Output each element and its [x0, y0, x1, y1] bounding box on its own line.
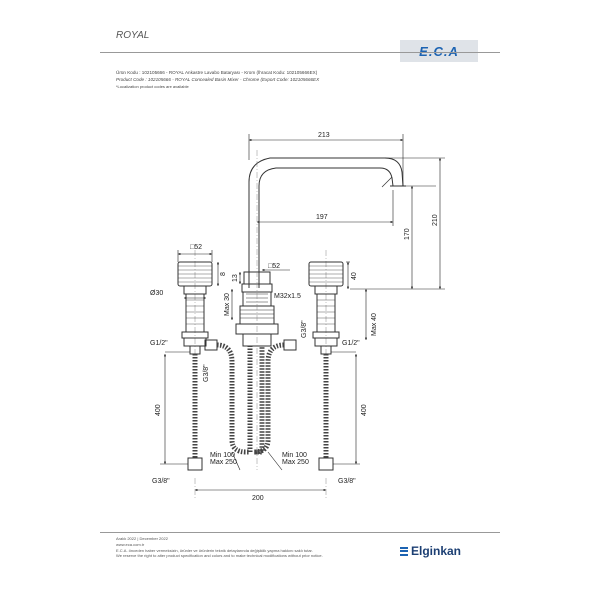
thread-g12-right: G1/2" [342, 340, 360, 347]
dim-52-left: □52 [190, 244, 202, 251]
dim-210: 210 [432, 214, 439, 226]
dim-min-100-right: Min 100 [282, 452, 307, 459]
footer-note-tr: E.C.A. önceden haber vermeksizin, ürünle… [116, 548, 313, 553]
dim-13: 13 [232, 274, 239, 282]
eca-logo: E.C.A [400, 40, 478, 62]
axis-lines [194, 150, 327, 500]
eca-logo-text: E.C.A [419, 43, 459, 59]
header-divider [100, 52, 500, 53]
footer-date: Aralık 2022 | December 2022 [116, 536, 168, 541]
elginkan-name: Elginkan [411, 544, 462, 558]
dim-max-250-right: Max 250 [282, 459, 309, 466]
footer-divider [100, 532, 500, 533]
dim-213: 213 [318, 132, 330, 139]
product-title: ROYAL [116, 30, 150, 41]
dimension-labels: 213 197 170 210 □52 □52 8 13 Ø30 Max 30 … [150, 132, 439, 502]
left-handle-drawing [177, 261, 213, 347]
footer-note-en: We reserve the right to alter product sp… [116, 553, 323, 558]
dim-max-30: Max 30 [224, 293, 231, 316]
dim-170: 170 [404, 228, 411, 240]
elginkan-mark-icon [400, 546, 408, 556]
product-code-en: Product Code : 102105666 - ROYAL Conceal… [116, 77, 320, 82]
footer-website: www.eca.com.tr [116, 542, 145, 547]
thread-g38-bottom-right: G3/8" [338, 478, 356, 485]
braided-hoses [192, 342, 329, 458]
spec-sheet: ROYAL E.C.A Ürün Kodu : 102105666 - ROYA… [100, 20, 500, 580]
dim-400-left: 400 [155, 404, 162, 416]
dim-197: 197 [316, 214, 328, 221]
spout-drawing [235, 157, 406, 347]
dimension-lines [160, 134, 445, 492]
dim-max-250-left: Max 250 [210, 459, 237, 466]
dim-200: 200 [252, 495, 264, 502]
dim-30: Ø30 [150, 290, 163, 297]
thread-m32: M32x1.5 [274, 293, 301, 300]
dim-52-center: □52 [268, 263, 280, 270]
thread-g38-left-side: G3/8" [203, 364, 210, 382]
product-code-tr: Ürün Kodu : 102105666 - ROYAL Ankastre L… [116, 70, 318, 75]
localization-note: *Localization product codes are availabl… [116, 84, 189, 89]
thread-g12-left: G1/2" [150, 340, 168, 347]
thread-g38-center: G3/8" [301, 320, 308, 338]
dim-max-40: Max 40 [371, 313, 378, 336]
elginkan-logo: Elginkan [400, 544, 461, 558]
dim-8: 8 [220, 272, 227, 276]
dim-40: 40 [351, 272, 358, 280]
thread-g38-bottom-left: G3/8" [152, 478, 170, 485]
dim-400-right: 400 [361, 404, 368, 416]
dim-min-100-left: Min 100 [210, 452, 235, 459]
